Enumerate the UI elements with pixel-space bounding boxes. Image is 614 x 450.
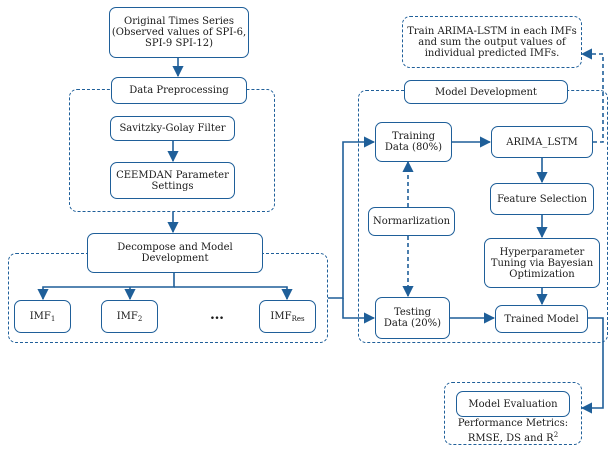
imf-1-subscript: 1 (50, 315, 56, 323)
trained-model-node: Trained Model (495, 305, 588, 333)
hyperparameter-node: Hyperparameter Tuning via Bayesian Optim… (484, 238, 600, 288)
train-note-line-2: and sum the output values of (418, 36, 566, 48)
feature-selection-node: Feature Selection (490, 183, 594, 215)
imf-2-node: IMF2 (101, 300, 158, 333)
model-development-label: Model Development (435, 86, 537, 98)
hyperparameter-line-1: Hyperparameter (499, 246, 585, 258)
training-data-node: Training Data (80%) (375, 122, 452, 162)
train-note-line-1: Train ARIMA-LSTM in each IMFs (407, 25, 577, 37)
trained-model-label: Trained Model (504, 313, 579, 325)
original-series-node: Original Times Series (Observed values o… (109, 7, 249, 58)
original-series-line-2: (Observed values of SPI-6, (111, 27, 247, 38)
arrow-arima-to-note (580, 48, 604, 143)
r-squared-superscript: 2 (553, 431, 559, 439)
decompose-line-1: Decompose and Model (117, 242, 233, 253)
performance-line-2: RMSE, DS and R2 (467, 431, 559, 445)
original-series-line-1: Original Times Series (124, 16, 234, 27)
performance-metrics-text: Performance Metrics: RMSE, DS and R2 (447, 418, 579, 444)
data-preprocessing-node: Data Preprocessing (111, 77, 247, 104)
training-data-line-2: Data (80%) (384, 142, 443, 153)
train-note-text: Train ARIMA-LSTM in each IMFs and sum th… (405, 19, 579, 65)
performance-line-1: Performance Metrics: (457, 418, 569, 429)
ceemdan-line-1: CEEMDAN Parameter (116, 169, 229, 181)
imf-2-base: IMF (116, 311, 138, 322)
feature-selection-label: Feature Selection (497, 193, 587, 205)
arrow-decompose-to-imfres (174, 286, 293, 301)
hyperparameter-line-2: Tuning via Bayesian (490, 257, 594, 269)
normalization-node: Normarlization (368, 207, 455, 236)
imf-1-base: IMF (29, 311, 51, 322)
arima-lstm-label: ARIMA_LSTM (506, 136, 578, 148)
imf-res-label: IMFRes (270, 311, 305, 323)
savitzky-golay-label: Savitzky-Golay Filter (119, 123, 226, 134)
decompose-node: Decompose and Model Development (87, 233, 263, 273)
arrow-left-to-testing (342, 298, 376, 324)
imf-1-label: IMF1 (29, 311, 56, 323)
data-preprocessing-label: Data Preprocessing (129, 85, 229, 96)
imf-ellipsis: … (210, 307, 224, 323)
model-development-node: Model Development (404, 80, 568, 104)
imf-2-label: IMF2 (116, 311, 143, 323)
arrow-decompose-to-imf1 (37, 273, 175, 301)
model-evaluation-node: Model Evaluation (456, 391, 570, 417)
testing-data-node: Testing Data (20%) (375, 297, 450, 339)
training-data-line-1: Training (391, 131, 436, 142)
hyperparameter-line-3: Optimization (509, 268, 575, 280)
model-evaluation-group (444, 382, 582, 445)
imf-res-subscript: Res (291, 315, 305, 323)
imf-2-subscript: 2 (137, 315, 143, 323)
arima-lstm-node: ARIMA_LSTM (491, 126, 593, 158)
model-evaluation-label: Model Evaluation (468, 398, 558, 410)
normalization-label: Normarlization (372, 216, 451, 227)
performance-line-2-prefix: RMSE, DS and R (467, 433, 554, 444)
train-note-group (402, 16, 582, 68)
original-series-line-3: SPI-9 SPI-12) (145, 38, 213, 49)
decompose-line-2: Development (141, 253, 209, 264)
imf-1-node: IMF1 (14, 300, 71, 333)
ceemdan-node: CEEMDAN Parameter Settings (110, 162, 235, 199)
imf-res-base: IMF (270, 311, 292, 322)
savitzky-golay-node: Savitzky-Golay Filter (110, 116, 235, 141)
ceemdan-line-2: Settings (151, 180, 194, 192)
testing-data-line-2: Data (20%) (383, 318, 442, 329)
testing-data-line-1: Testing (393, 307, 431, 318)
train-note-line-3: individual predicted IMFs. (424, 47, 560, 59)
imf-res-node: IMFRes (259, 300, 316, 333)
arrow-trained-to-evaluation (580, 317, 604, 414)
